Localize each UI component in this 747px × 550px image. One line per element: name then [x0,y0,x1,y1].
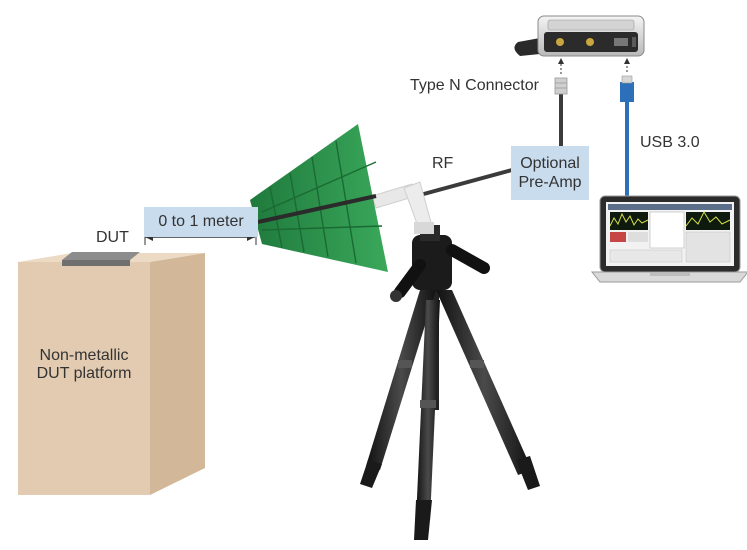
type-n-connector-icon [554,58,568,95]
distance-text: 0 to 1 meter [158,213,244,231]
usb-label: USB 3.0 [640,134,700,151]
preamp-label-line2: Pre-Amp [518,174,582,191]
dut-label: DUT [96,229,129,246]
dut-platform [18,253,205,495]
rf-cable [419,168,513,197]
tripod [360,225,540,540]
log-periodic-antenna [250,124,388,272]
platform-label: Non-metallic DUT platform [18,347,150,384]
dut-device [62,252,140,266]
laptop-computer [590,195,747,283]
distance-label: 0 to 1 meter [144,207,258,237]
rf-label: RF [432,155,454,172]
antenna-bracket [371,181,434,234]
preamp-box: Optional Pre-Amp [511,146,589,200]
laptop-screen-content [608,204,732,263]
type-n-label: Type N Connector [410,77,539,94]
platform-label-line2: DUT platform [36,365,132,383]
platform-label-line1: Non-metallic [39,347,129,364]
preamp-label-line1: Optional [520,154,580,172]
spectrum-analyzer-device [514,15,645,57]
usb-plug-icon [620,58,634,102]
